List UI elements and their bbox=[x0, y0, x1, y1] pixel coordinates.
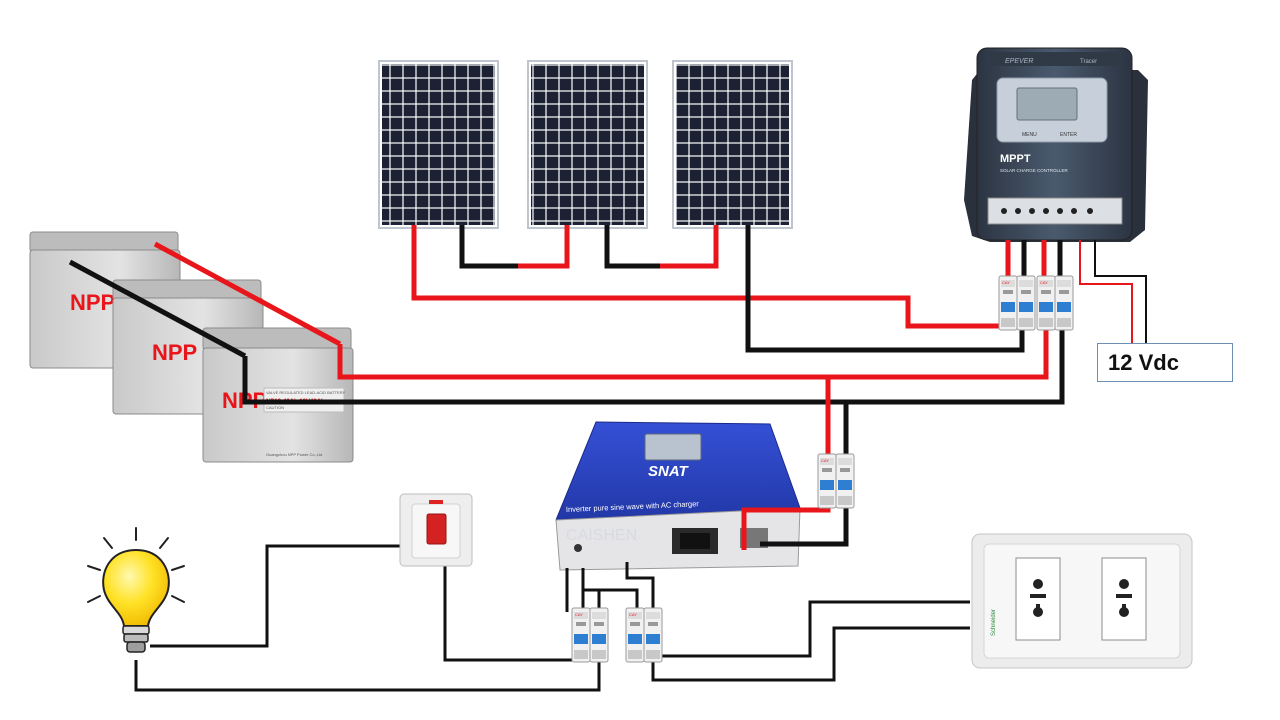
inverter-watermark: CAISHEN bbox=[566, 527, 637, 544]
mppt-charge-controller: EPEVER Tracer MENU ENTER MPPT SOLAR CHAR… bbox=[964, 47, 1148, 242]
solar-panel-2 bbox=[527, 60, 648, 229]
wire-battery-negative-link bbox=[68, 259, 247, 359]
battery-3: NPP VALVE REGULATED LEAD-ACID BATTERY NP… bbox=[202, 327, 354, 463]
controller-terminals bbox=[1001, 208, 1093, 214]
controller-button-left: MENU bbox=[1022, 132, 1037, 138]
breaker-pv-input: CAY bbox=[998, 275, 1036, 331]
ac-wiring bbox=[134, 544, 970, 692]
light-bulb bbox=[87, 527, 185, 653]
breaker-label: CAY bbox=[1002, 280, 1010, 285]
breaker-ac-light: CAY bbox=[571, 607, 609, 663]
wire-switch-to-bulb bbox=[150, 544, 400, 648]
breaker-label: CAY bbox=[821, 458, 829, 463]
wire-switch-feed bbox=[443, 566, 583, 662]
inverter: SNAT Inverter pure sine wave with AC cha… bbox=[555, 421, 801, 571]
solar-panel-1 bbox=[378, 60, 499, 229]
breaker-inverter-dc: CAY bbox=[817, 453, 855, 509]
wire-pv-positive bbox=[411, 225, 1008, 329]
battery-caution: CAUTION bbox=[266, 405, 284, 410]
controller-button-right: ENTER bbox=[1060, 132, 1077, 138]
wire-pv-negative bbox=[745, 225, 1025, 353]
controller-subtitle: SOLAR CHARGE CONTROLLER bbox=[1000, 168, 1069, 173]
wire-panel2-positive bbox=[518, 225, 570, 269]
breaker-label: CAY bbox=[575, 612, 583, 617]
wire-ac-3 bbox=[625, 562, 655, 612]
solar-panel-icon bbox=[531, 64, 644, 225]
inverter-brand: SNAT bbox=[648, 463, 690, 480]
battery-subtitle: VALVE REGULATED LEAD-ACID BATTERY bbox=[266, 390, 346, 395]
breaker-label: CAY bbox=[1040, 280, 1048, 285]
socket-brand: Schneider bbox=[991, 609, 997, 636]
wire-inv-dc-negative bbox=[760, 508, 849, 547]
wire-panel2-negative bbox=[604, 225, 660, 269]
power-socket: Schneider bbox=[971, 533, 1193, 669]
battery-2-brand: NPP bbox=[152, 340, 197, 365]
wall-switch bbox=[399, 493, 473, 567]
inverter-display bbox=[644, 433, 702, 461]
socket-pinholes bbox=[1030, 579, 1132, 617]
wire-ac-5 bbox=[583, 588, 601, 612]
wire-ac-4 bbox=[599, 588, 639, 612]
controller-lcd bbox=[1016, 87, 1078, 121]
battery-1-brand: NPP bbox=[70, 290, 115, 315]
wire-inv-dc-positive bbox=[741, 507, 831, 550]
light-rays bbox=[87, 527, 185, 603]
wire-load-negative bbox=[1094, 240, 1147, 345]
solar-panel-3 bbox=[672, 60, 793, 229]
light-bulb-icon bbox=[102, 548, 170, 627]
output-voltage-label: 12 Vdc bbox=[1097, 343, 1233, 382]
wire-panel1-negative bbox=[459, 225, 518, 269]
wire-socket-neutral bbox=[651, 626, 970, 682]
wire-battery-positive bbox=[337, 330, 1049, 380]
wiring bbox=[68, 225, 1147, 550]
breaker-battery: CAY bbox=[1036, 275, 1074, 331]
battery-maker: Guangzhou NPP Power Co.,Ltd bbox=[266, 452, 322, 457]
wire-socket-live bbox=[637, 600, 970, 658]
breaker-ac-socket: CAY bbox=[625, 607, 663, 663]
solar-panel-icon bbox=[382, 64, 495, 225]
wire-bulb-return bbox=[134, 660, 601, 692]
controller-top-brand: EPEVER bbox=[1005, 58, 1033, 65]
controller-top-model: Tracer bbox=[1080, 59, 1097, 65]
breaker-label: CAY bbox=[629, 612, 637, 617]
wire-load-positive bbox=[1079, 240, 1133, 345]
wire-panel3-positive bbox=[660, 225, 719, 269]
wire-battery-negative bbox=[242, 330, 1065, 405]
controller-name: MPPT bbox=[1000, 153, 1031, 165]
wire-battery-positive-link bbox=[153, 241, 342, 347]
solar-panel-icon bbox=[676, 64, 789, 225]
